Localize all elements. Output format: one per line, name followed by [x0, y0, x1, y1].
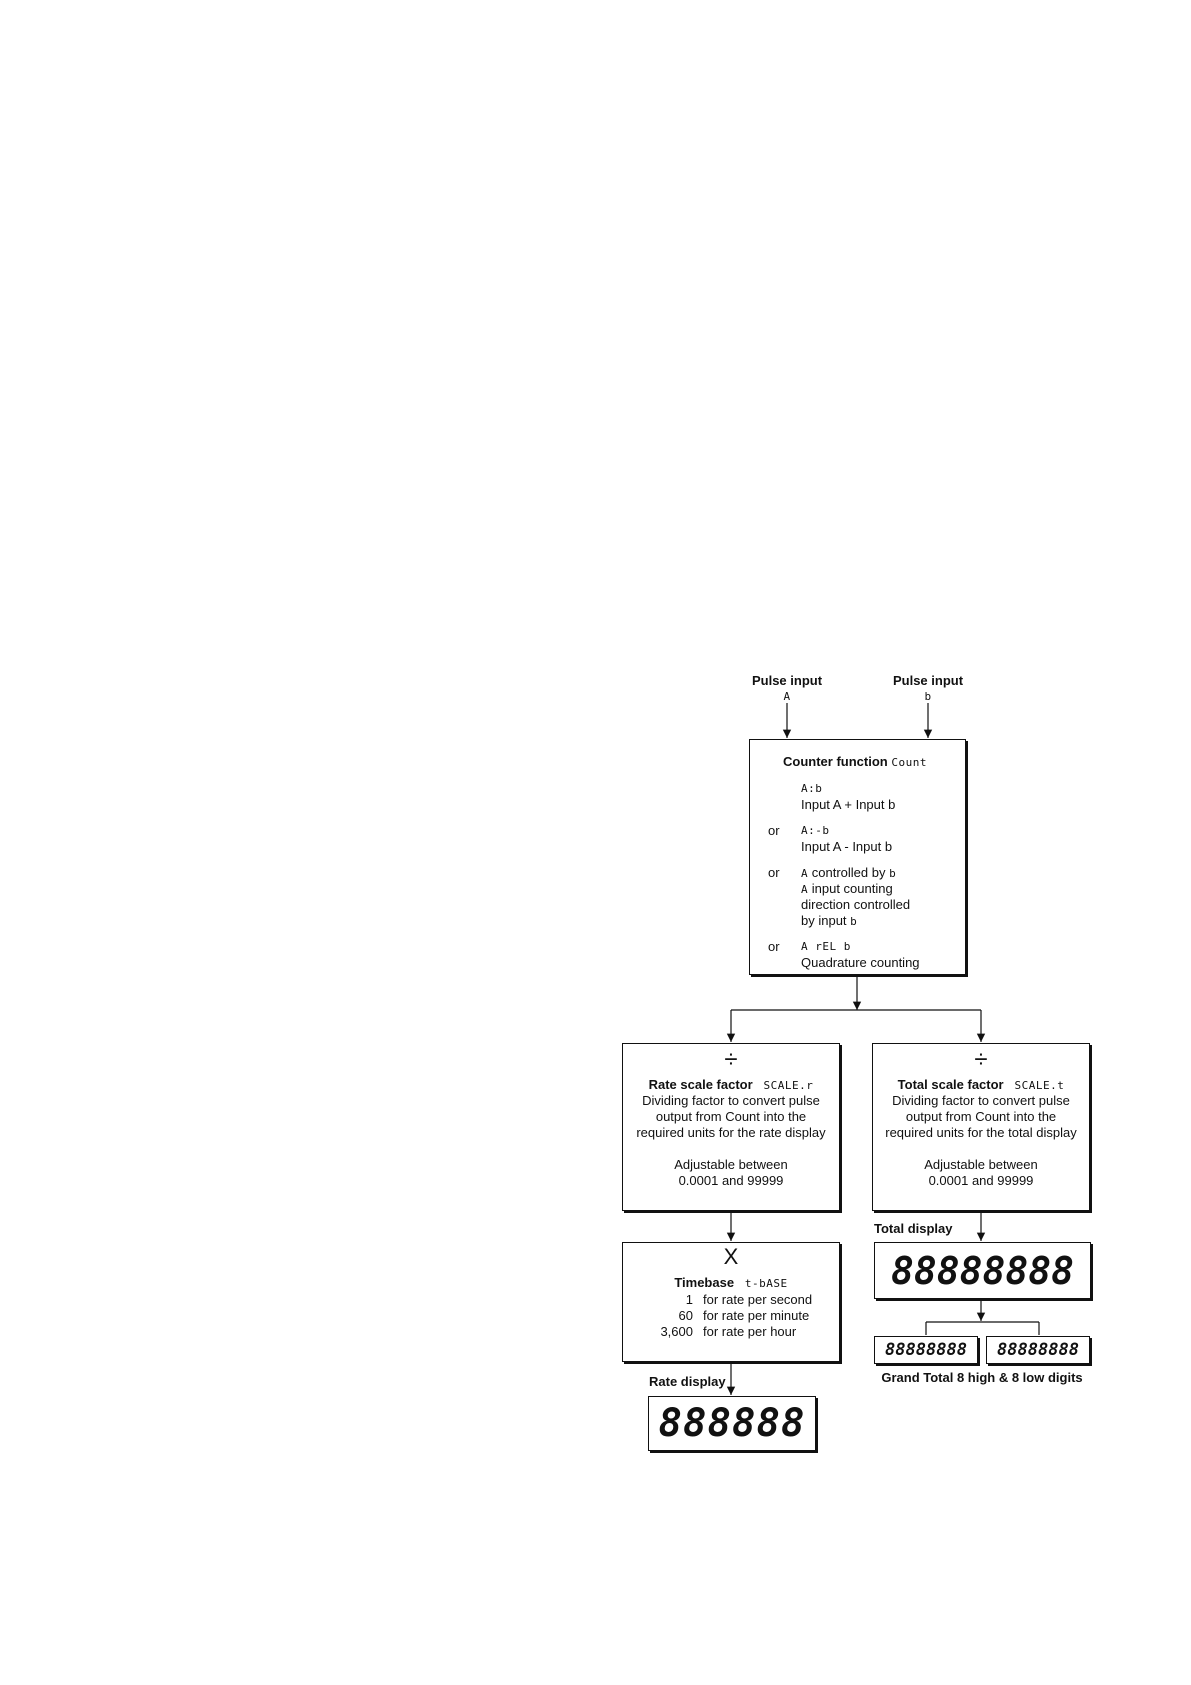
grand-total-high-digits: 88888888	[885, 1340, 967, 1360]
divide-icon: ÷	[974, 1046, 988, 1073]
option-2-code: A:-b	[801, 824, 830, 837]
pulse-input-a-label: Pulse input	[751, 673, 823, 688]
rate-scale-desc-2: output from Count into the	[655, 1109, 807, 1124]
counter-title: Counter function	[783, 754, 888, 769]
pulse-input-b-code: b	[924, 690, 932, 703]
total-scale-box: ÷ Total scale factor SCALE.t Dividing fa…	[872, 1043, 1090, 1211]
rate-scale-adjust-2: 0.0001 and 99999	[678, 1173, 784, 1188]
rate-display-label: Rate display	[649, 1374, 726, 1389]
option-3-line-2: direction controlled	[801, 897, 911, 912]
option-1-code: A:b	[801, 782, 823, 795]
option-3-head: A controlled by b	[801, 865, 897, 880]
grand-total-high-display: 88888888	[874, 1336, 978, 1364]
total-scale-desc-3: required units for the total display	[885, 1125, 1077, 1140]
pulse-input-b-label: Pulse input	[892, 673, 964, 688]
timebase-title: Timebase t-bASE	[674, 1275, 788, 1290]
option-3-prefix: or	[768, 865, 780, 880]
total-scale-desc-1: Dividing factor to convert pulse	[892, 1093, 1070, 1108]
option-4-desc: Quadrature counting	[801, 955, 920, 970]
timebase-value-2: 60	[678, 1308, 693, 1323]
grand-total-caption: Grand Total 8 high & 8 low digits	[881, 1370, 1083, 1385]
option-4-code: A rEL b	[801, 940, 851, 953]
rate-display-digits: 888888	[658, 1401, 806, 1446]
option-3-line-1: A input counting	[801, 881, 893, 896]
total-scale-adjust-2: 0.0001 and 99999	[928, 1173, 1034, 1188]
total-display: 88888888	[874, 1242, 1091, 1299]
option-4-prefix: or	[768, 939, 780, 954]
total-scale-desc-2: output from Count into the	[905, 1109, 1057, 1124]
rate-scale-desc-3: required units for the rate display	[636, 1125, 826, 1140]
rate-scale-adjust-1: Adjustable between	[674, 1157, 788, 1172]
timebase-desc-1: for rate per second	[703, 1292, 813, 1307]
total-scale-adjust-1: Adjustable between	[924, 1157, 1038, 1172]
multiply-icon: X	[723, 1244, 739, 1269]
timebase-desc-2: for rate per minute	[703, 1308, 810, 1323]
grand-total-low-digits: 88888888	[997, 1340, 1079, 1360]
timebase-value-3: 3,600	[660, 1324, 693, 1339]
timebase-box: X Timebase t-bASE 1 for rate per second …	[622, 1242, 840, 1362]
counter-title-code: Count	[891, 756, 927, 769]
total-scale-title: Total scale factor SCALE.t	[897, 1077, 1065, 1092]
timebase-value-1: 1	[685, 1292, 693, 1307]
option-3-line-3: by input b	[801, 913, 858, 928]
option-2-prefix: or	[768, 823, 780, 838]
timebase-desc-3: for rate per hour	[703, 1324, 797, 1339]
rate-scale-box: ÷ Rate scale factor SCALE.r Dividing fac…	[622, 1043, 840, 1211]
total-display-digits: 88888888	[890, 1249, 1075, 1293]
option-1-desc: Input A + Input b	[801, 797, 896, 812]
total-display-label: Total display	[874, 1221, 953, 1236]
counter-function-box: Counter function Count A:b Input A + Inp…	[749, 739, 966, 975]
rate-scale-title: Rate scale factor SCALE.r	[648, 1077, 814, 1092]
pulse-input-a-code: A	[783, 690, 791, 703]
option-2-desc: Input A - Input b	[801, 839, 893, 854]
rate-display: 888888	[648, 1396, 816, 1451]
divide-icon: ÷	[724, 1046, 738, 1073]
rate-scale-desc-1: Dividing factor to convert pulse	[642, 1093, 820, 1108]
grand-total-low-display: 88888888	[986, 1336, 1090, 1364]
